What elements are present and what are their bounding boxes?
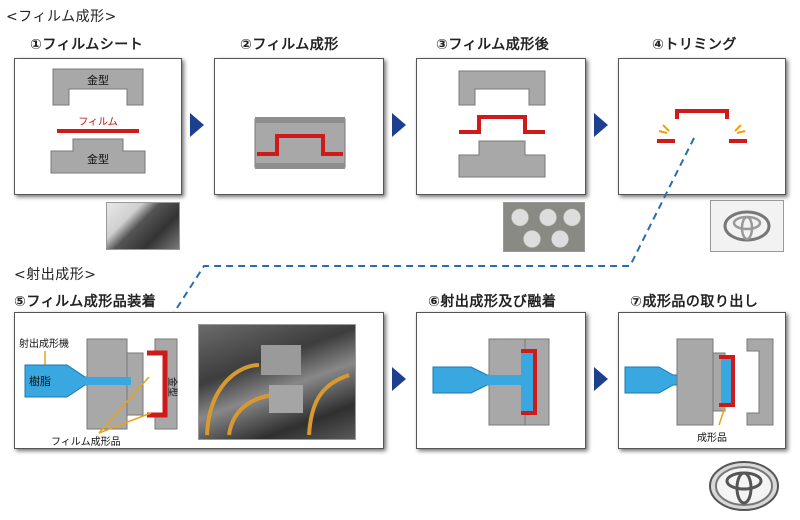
arrow-5-to-6: [392, 367, 406, 391]
cut-spark-left-icon: [658, 124, 670, 134]
mold-bottom-label: 金型: [87, 152, 109, 166]
arrow-3-to-4: [594, 113, 608, 137]
step-5-diagram: 射出成形機 樹脂 金型 フィルム成形品: [19, 337, 179, 448]
hose-graphic: [205, 345, 350, 436]
step-4-panel: [618, 58, 786, 195]
step-6-panel: [416, 312, 586, 449]
step-1-diagram: 金型 フィルム 金型: [50, 68, 146, 174]
step-4-label: ④トリミング: [652, 37, 737, 53]
step-2-panel: [214, 58, 384, 195]
fused-film: [521, 349, 537, 415]
mold-top-label: 金型: [87, 73, 109, 87]
lower-mold: [50, 138, 146, 174]
cut-spark-right-icon: [734, 124, 746, 134]
resin-nozzle: [432, 366, 496, 394]
film-label: フィルム: [78, 116, 118, 128]
resin-nozzle: [624, 366, 682, 394]
step-7-panel: 成形品: [618, 312, 786, 449]
finished-emblem-icon: [709, 461, 779, 511]
step-3-label: ③フィルム成形後: [436, 37, 550, 53]
movable-mold: [746, 338, 774, 426]
step-3-diagram: [458, 70, 546, 178]
step-1-label: ①フィルムシート: [30, 37, 144, 53]
step-5-label: ⑤フィルム成形品装着: [14, 294, 157, 310]
injection-machine-label: 射出成形機: [19, 337, 69, 350]
step-6-label: ⑥射出成形及び融着: [428, 294, 557, 310]
step-3-panel: [416, 58, 586, 195]
film-molding-section-title: <フィルム成形>: [6, 9, 117, 25]
emblem-icon: [723, 210, 771, 242]
film-product-label: フィルム成形品: [51, 436, 121, 448]
lower-mold: [458, 140, 546, 178]
step-6-diagram: [432, 338, 550, 426]
step-2-label: ②フィルム成形: [240, 37, 339, 53]
injected-resin: [521, 351, 535, 413]
injection-molding-section-title: <射出成形>: [14, 267, 97, 283]
trimmed-film: [675, 109, 729, 119]
film-sheet: [57, 129, 139, 133]
closed-mold: [254, 118, 346, 168]
resin-label: 樹脂: [29, 374, 51, 388]
upper-mold: [52, 68, 144, 106]
arrow-1-to-2: [190, 113, 204, 137]
emblem-photo: [710, 200, 784, 252]
formed-film: [459, 115, 545, 134]
arrow-6-to-7: [594, 367, 608, 391]
fixed-mold: [676, 338, 714, 426]
molded-product-label: 成形品: [697, 432, 727, 444]
film-product-in-mold: [147, 350, 168, 418]
formed-film-photo: [503, 202, 585, 252]
step-4-diagram: [657, 109, 747, 143]
arrow-2-to-3: [392, 113, 406, 137]
step-7-diagram: 成形品: [624, 338, 774, 444]
molded-product: [721, 357, 731, 405]
step-2-diagram: [254, 117, 346, 169]
film-sheet-photo: [106, 202, 180, 250]
upper-mold: [458, 70, 546, 106]
mold-setup-photo: [198, 324, 356, 440]
mold-vertical-label: 金型: [166, 377, 179, 397]
step-7-label: ⑦成形品の取り出し: [630, 294, 759, 310]
formed-film: [257, 134, 343, 156]
step-1-panel: 金型 フィルム 金型: [14, 58, 182, 195]
finished-emblem-image: [706, 458, 782, 516]
